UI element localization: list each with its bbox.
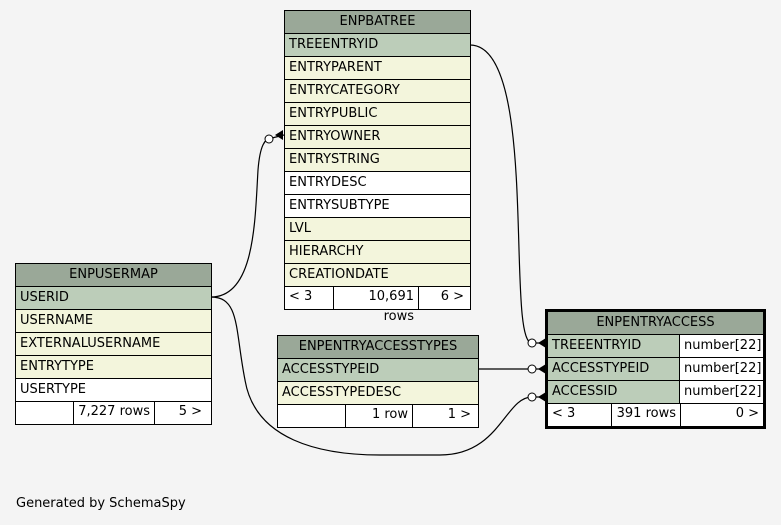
table-title[interactable]: ENPENTRYACCESS <box>548 312 763 335</box>
row-count: 1 row <box>346 405 413 427</box>
table-footer: 7,227 rows 5 > <box>16 402 211 424</box>
table-enpusermap[interactable]: ENPUSERMAP USERID USERNAME EXTERNALUSERN… <box>15 263 212 425</box>
column-row[interactable]: USERTYPE <box>16 379 211 402</box>
link-entryowner-optional-icon <box>264 134 274 144</box>
column-type: number[22] <box>680 381 763 403</box>
column-row[interactable]: ACCESSTYPEID number[22] <box>548 358 763 381</box>
column-row[interactable]: ENTRYTYPE <box>16 356 211 379</box>
column-row[interactable]: ENTRYCATEGORY <box>285 80 470 103</box>
column-row[interactable]: USERID <box>16 287 211 310</box>
link-accesstypeid-crowfoot-icon <box>538 364 546 374</box>
table-enpentryaccess[interactable]: ENPENTRYACCESS TREEENTRYID number[22] AC… <box>545 309 766 429</box>
link-entryowner <box>210 134 285 298</box>
column-row[interactable]: ENTRYDESC <box>285 172 470 195</box>
column-row[interactable]: ENTRYSTRING <box>285 149 470 172</box>
children-link[interactable]: 1 > <box>447 407 471 422</box>
column-row[interactable]: ACCESSTYPEID <box>278 359 478 382</box>
link-treeentryid-crowfoot-icon <box>538 338 546 348</box>
row-count: 391 rows <box>612 404 681 426</box>
table-title[interactable]: ENPENTRYACCESSTYPES <box>278 336 478 359</box>
children-link[interactable]: 0 > <box>735 406 759 421</box>
column-row[interactable]: ENTRYPUBLIC <box>285 103 470 126</box>
parents-link[interactable] <box>16 402 74 424</box>
link-accessid-optional-icon <box>527 392 537 402</box>
generated-by-label: Generated by SchemaSpy <box>16 496 186 511</box>
column-row[interactable]: USERNAME <box>16 310 211 333</box>
column-type: number[22] <box>680 358 763 380</box>
link-accessid-crowfoot-icon <box>538 392 546 402</box>
parents-link[interactable] <box>278 405 346 427</box>
table-footer: < 3 391 rows 0 > <box>548 404 763 426</box>
parents-link[interactable]: < 3 <box>285 287 334 309</box>
column-row[interactable]: HIERARCHY <box>285 241 470 264</box>
parents-link[interactable]: < 3 <box>548 404 612 426</box>
column-row[interactable]: ENTRYOWNER <box>285 126 470 149</box>
column-row[interactable]: TREEENTRYID <box>285 34 470 57</box>
table-title[interactable]: ENPUSERMAP <box>16 264 211 287</box>
column-row[interactable]: LVL <box>285 218 470 241</box>
table-title[interactable]: ENPBATREE <box>285 11 470 34</box>
link-entryowner-crowfoot-icon <box>275 130 283 140</box>
column-row[interactable]: CREATIONDATE <box>285 264 470 287</box>
table-enpentryaccesstypes[interactable]: ENPENTRYACCESSTYPES ACCESSTYPEID ACCESST… <box>277 335 479 428</box>
children-link[interactable]: 5 > <box>178 404 202 419</box>
row-count: 10,691 rows <box>334 287 419 324</box>
link-treeentryid <box>469 44 540 344</box>
column-row[interactable]: ENTRYSUBTYPE <box>285 195 470 218</box>
link-accessid <box>210 296 540 456</box>
link-accesstypeid-optional-icon <box>527 364 537 374</box>
column-type: number[22] <box>680 335 763 357</box>
link-treeentryid-optional-icon <box>527 338 537 348</box>
row-count: 7,227 rows <box>74 402 155 424</box>
column-row[interactable]: TREEENTRYID number[22] <box>548 335 763 358</box>
column-row[interactable]: ENTRYPARENT <box>285 57 470 80</box>
table-enpbatree[interactable]: ENPBATREE TREEENTRYID ENTRYPARENT ENTRYC… <box>284 10 471 324</box>
column-row[interactable]: EXTERNALUSERNAME <box>16 333 211 356</box>
children-link[interactable]: 6 > <box>440 289 464 304</box>
column-row[interactable]: ACCESSID number[22] <box>548 381 763 404</box>
table-footer: < 3 10,691 rows 6 > <box>285 287 470 324</box>
table-footer: 1 row 1 > <box>278 405 478 427</box>
column-row[interactable]: ACCESSTYPEDESC <box>278 382 478 405</box>
